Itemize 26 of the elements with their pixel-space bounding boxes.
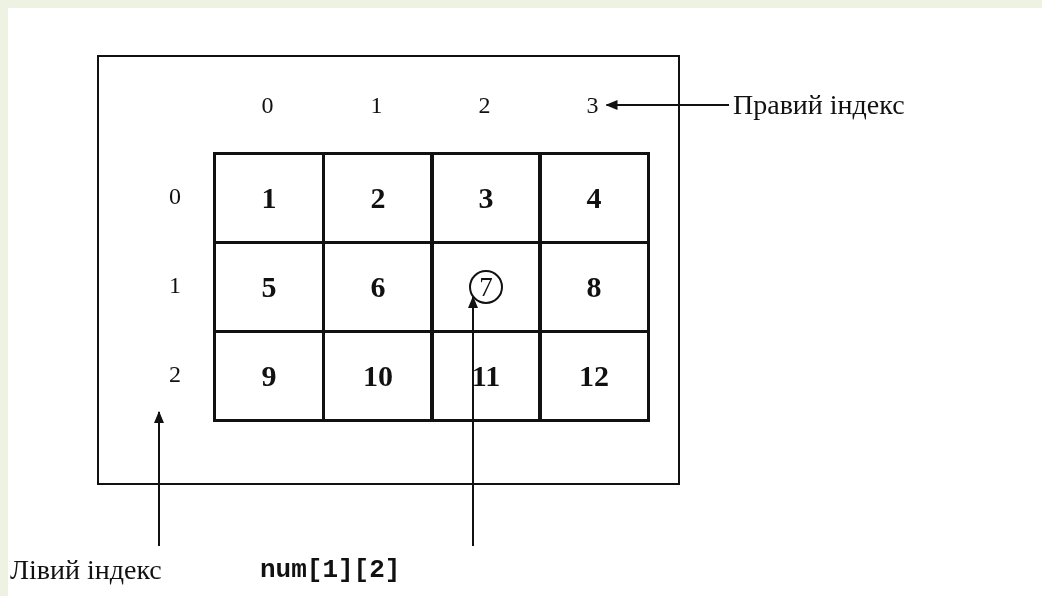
- cell-value: 5: [261, 270, 277, 304]
- arrow: [154, 411, 164, 547]
- index-number: 2: [460, 88, 509, 122]
- arrow: [605, 100, 730, 110]
- index-number: 1: [155, 241, 195, 330]
- index-number: 0: [243, 88, 292, 122]
- cell-value: 3: [478, 181, 494, 215]
- cell-value: 9: [261, 359, 277, 393]
- caption-text: Лівий індекс: [10, 552, 260, 588]
- cell-value: 2: [370, 181, 386, 215]
- cell-value: 6: [370, 270, 386, 304]
- index-number: 3: [568, 88, 617, 122]
- index-number: 1: [352, 88, 401, 122]
- caption-text: Правий індекс: [733, 88, 1033, 122]
- circled-number: 7: [469, 270, 503, 304]
- arrow: [468, 296, 478, 547]
- cell-value: 1: [261, 181, 277, 215]
- code-label: num[1][2]: [260, 552, 430, 588]
- frame-box: [97, 55, 680, 485]
- cell-value: 4: [586, 181, 602, 215]
- cell-value: 11: [471, 359, 501, 393]
- index-number: 0: [155, 152, 195, 241]
- cell-value: 10: [363, 359, 393, 393]
- index-number: 2: [155, 330, 195, 419]
- cell-value: 8: [586, 270, 602, 304]
- cell-value: 12: [579, 359, 609, 393]
